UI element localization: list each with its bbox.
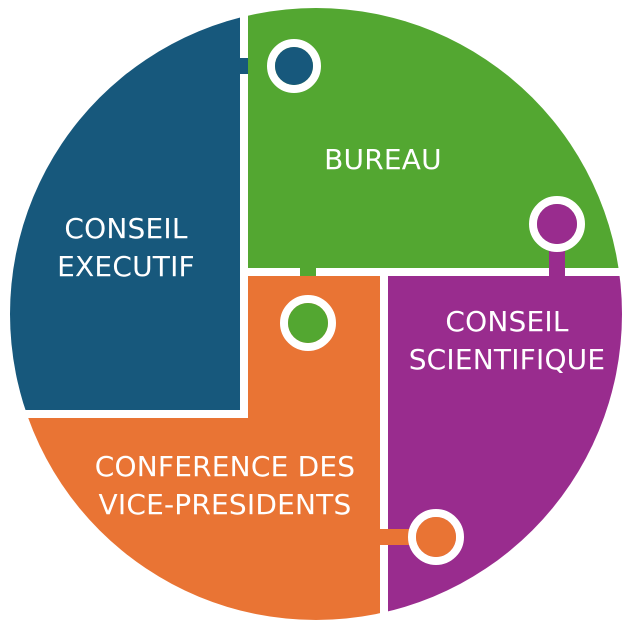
label-conseil-executif-line2: EXECUTIF: [57, 250, 195, 283]
label-bureau: BUREAU: [324, 143, 442, 176]
piece-conseil-executif-shape: [10, 8, 240, 410]
label-conseil-scientifique-line1: CONSEIL: [445, 305, 568, 338]
knob-fill-conference: [416, 517, 456, 557]
knob-separators: [267, 39, 585, 565]
knob-fill-scientifique: [537, 204, 577, 244]
separator-ring-conference: [408, 509, 464, 565]
label-conference-line2: VICE-PRESIDENTS: [99, 488, 352, 521]
separator-ring-scientifique: [529, 196, 585, 252]
separator-ring-bureau: [280, 295, 336, 351]
label-conference-line1: CONFERENCE DES: [95, 450, 355, 483]
separator-ring-executif: [267, 39, 321, 93]
label-conseil-scientifique-line2: SCIENTIFIQUE: [409, 343, 606, 376]
knob-fill-executif: [275, 47, 313, 85]
label-conseil-executif-line1: CONSEIL: [64, 212, 187, 245]
knob-fill-bureau: [288, 303, 328, 343]
